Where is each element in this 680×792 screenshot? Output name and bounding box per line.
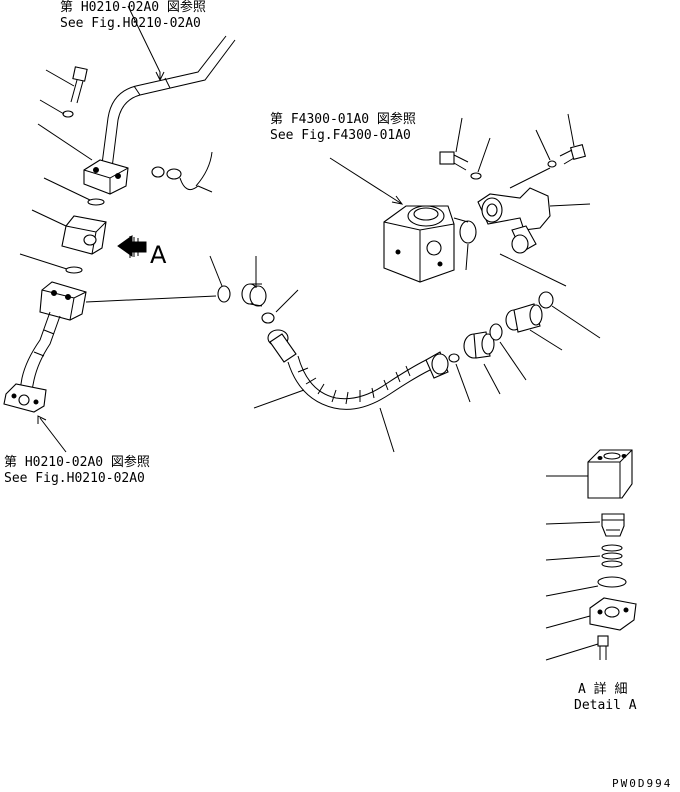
washer xyxy=(547,160,557,168)
bolt xyxy=(439,151,469,171)
drawing-number: PW0D994 xyxy=(612,777,673,790)
view-marker-label: A xyxy=(150,241,167,269)
detail-o-ring xyxy=(597,576,627,588)
upper-pipe xyxy=(101,35,236,169)
ref-center-en: See Fig.F4300-01A0 xyxy=(270,128,411,143)
ref-center-jp: 第 F4300-01A0 図参照 xyxy=(270,112,416,127)
ref-top-left-jp: 第 H0210-02A0 図参照 xyxy=(60,0,206,15)
ref-top-left-en: See Fig.H0210-02A0 xyxy=(60,16,201,31)
detail-bolt xyxy=(597,635,609,660)
o-ring xyxy=(261,312,275,324)
detail-jp: A 詳 細 xyxy=(578,682,628,697)
detail-spring xyxy=(601,544,623,568)
detail-fitting xyxy=(601,513,625,537)
detail-en: Detail A xyxy=(574,698,637,713)
o-ring xyxy=(87,198,105,206)
o-ring xyxy=(65,266,83,274)
adapter xyxy=(505,303,543,333)
union-nut xyxy=(463,331,495,359)
bolt xyxy=(559,143,587,165)
washer xyxy=(62,110,74,118)
valve-body xyxy=(383,205,455,283)
lower-flange-block xyxy=(39,281,87,321)
ref-bottom-left-en: See Fig.H0210-02A0 xyxy=(4,471,145,486)
upper-flange-block xyxy=(83,159,129,195)
o-ring xyxy=(459,220,477,244)
view-arrow xyxy=(117,235,147,258)
o-ring xyxy=(217,285,231,303)
detail-flange xyxy=(589,597,637,631)
wire-harness xyxy=(151,151,213,193)
elbow-fitting xyxy=(241,283,267,307)
detail-block xyxy=(587,449,633,499)
washer xyxy=(470,172,482,180)
o-ring xyxy=(538,291,554,309)
bolt xyxy=(70,66,88,104)
o-ring xyxy=(448,353,460,363)
o-ring xyxy=(489,323,503,341)
valve-block xyxy=(61,215,107,255)
lower-pipe xyxy=(19,311,61,391)
lower-flange xyxy=(3,383,47,413)
hose-assembly xyxy=(267,329,449,410)
ref-bottom-left-jp: 第 H0210-02A0 図参照 xyxy=(4,455,150,470)
elbow-block xyxy=(477,187,551,254)
